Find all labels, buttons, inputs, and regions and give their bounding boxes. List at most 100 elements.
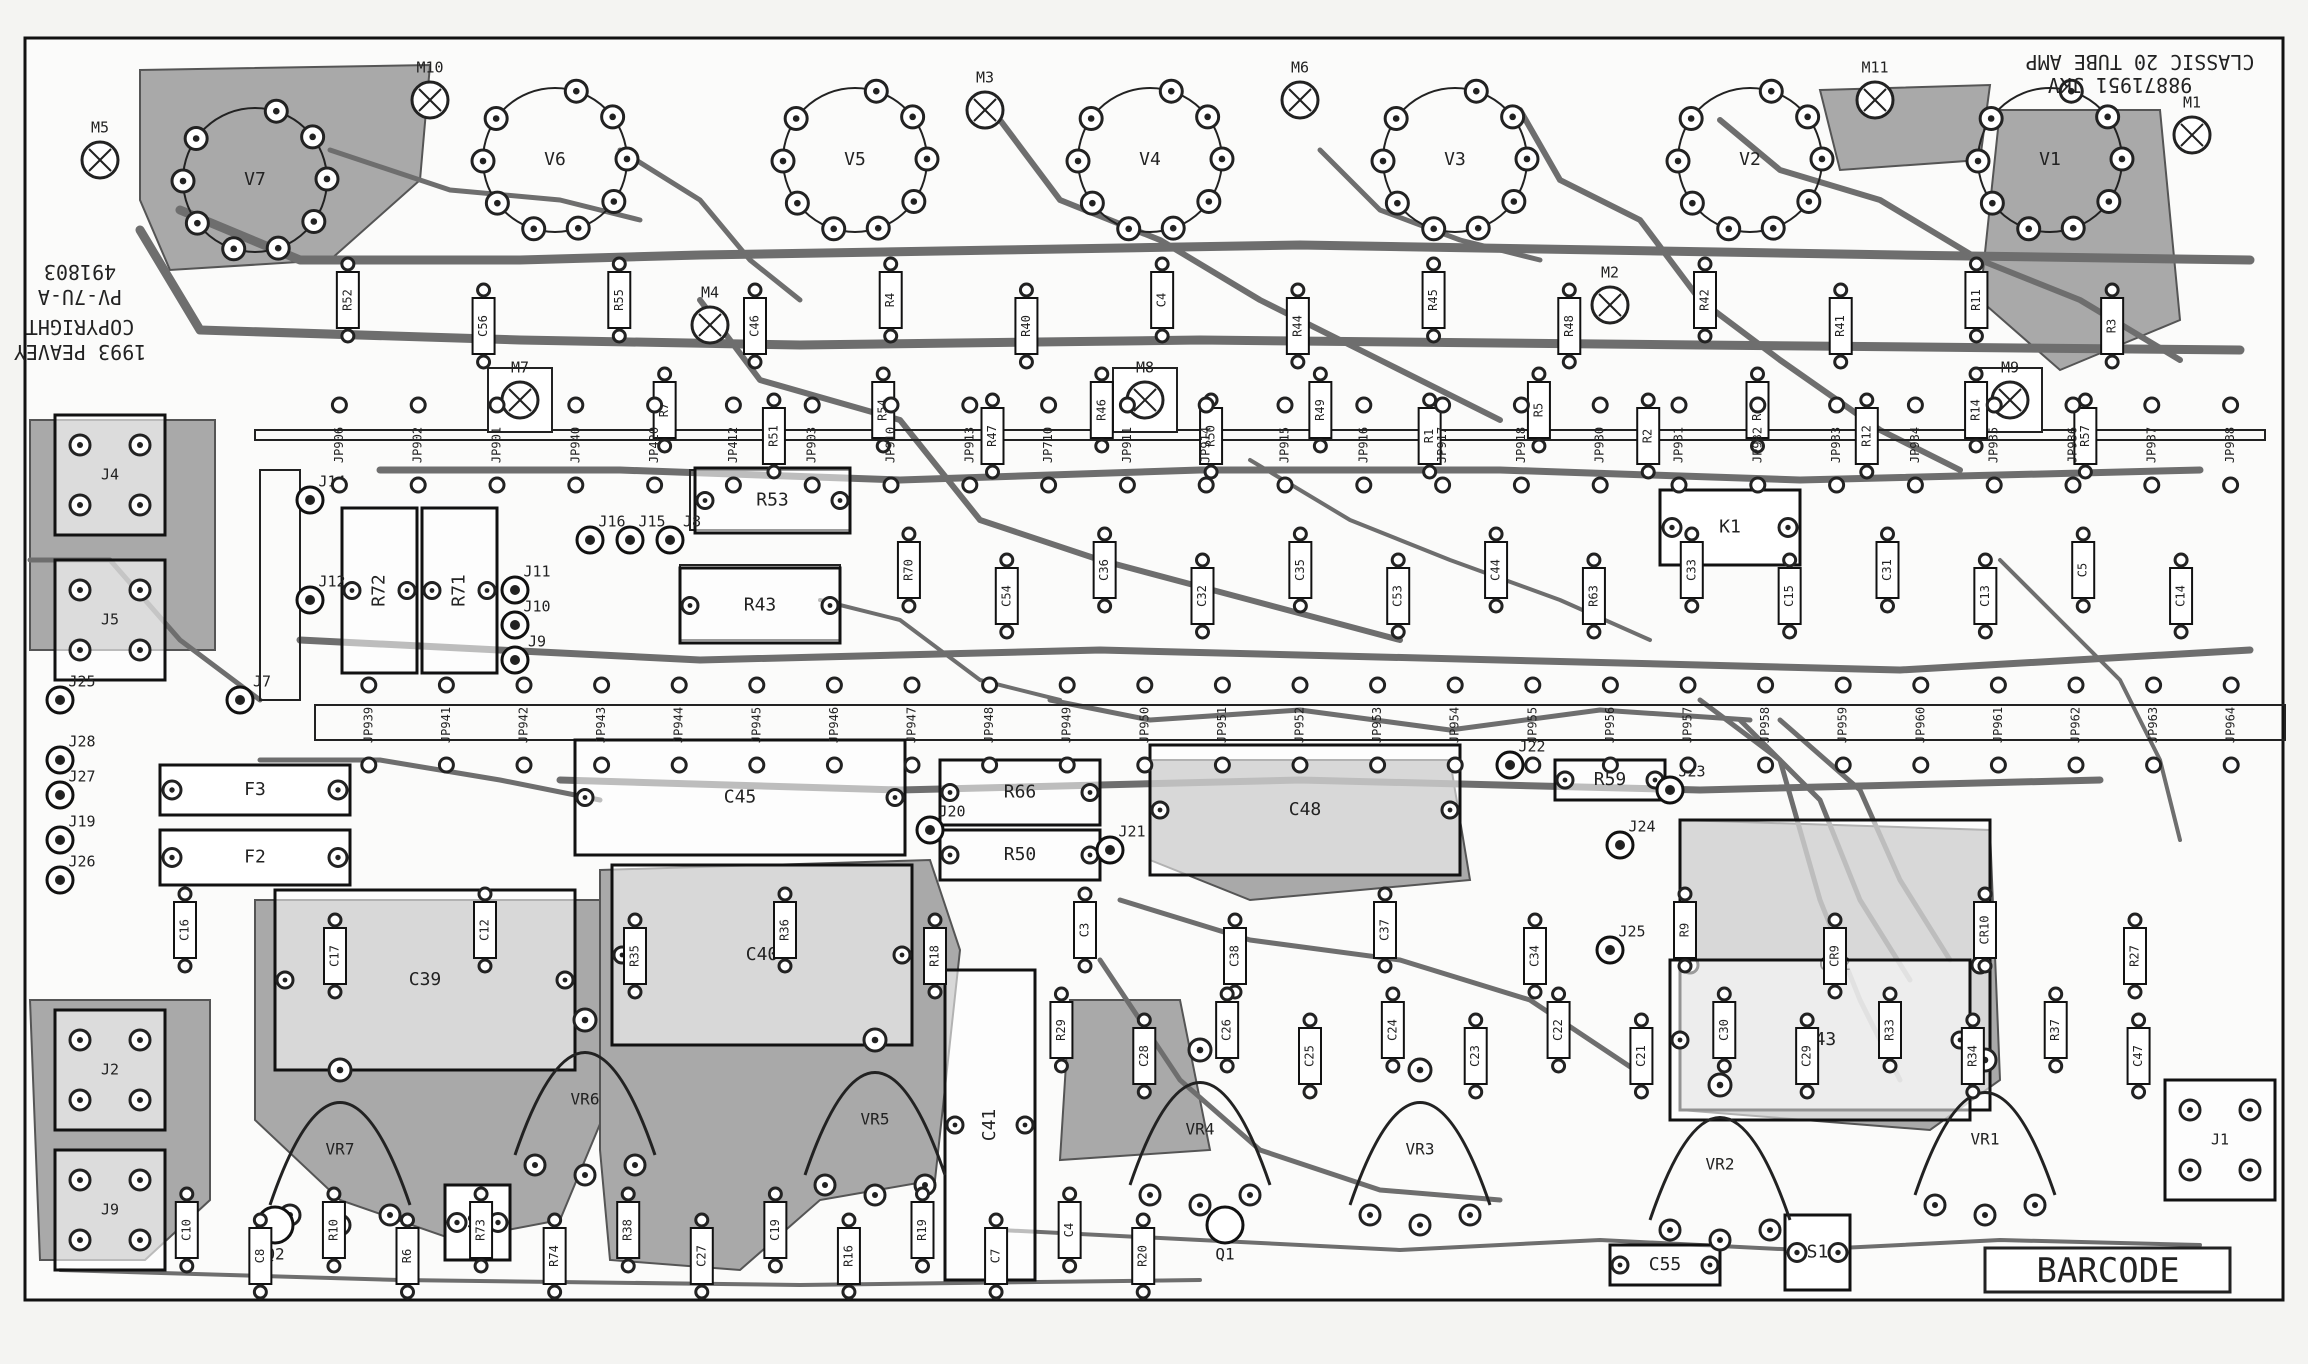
jack-label: J20 (938, 803, 965, 821)
jack-label: J7 (253, 673, 271, 691)
jumper-label: JP962 (2069, 707, 2083, 743)
component-c25: C25 (1298, 1012, 1322, 1100)
component-label: C29 (1800, 1045, 1814, 1067)
jumper-jp943: JP943 (593, 676, 611, 774)
jack-label: J21 (1118, 823, 1145, 841)
component-label: R47 (985, 425, 999, 447)
tube-label: V2 (1739, 149, 1761, 170)
jumper-jp945: JP945 (748, 676, 766, 774)
component-r72: R72 (340, 506, 419, 675)
component-c36: C36 (1092, 526, 1117, 614)
component-r5: R5 (1526, 366, 1551, 454)
component-label: R53 (756, 490, 789, 511)
component-label: C45 (724, 787, 757, 808)
jumper-label: JP940 (568, 427, 582, 463)
component-label: C23 (1468, 1045, 1482, 1067)
jumper-label: JP936 (2066, 427, 2080, 463)
jack-j24: J24 (1605, 818, 1656, 860)
component-label: R10 (326, 1219, 340, 1241)
component-label: C8 (253, 1249, 267, 1263)
tube-label: V7 (244, 169, 266, 190)
jumper-jp952: JP952 (1291, 676, 1309, 774)
jumper-jp934: JP934 (1906, 396, 1924, 494)
tube-label: V1 (2039, 149, 2061, 170)
component-label: C12 (478, 919, 492, 941)
jumper-jp961: JP961 (1989, 676, 2007, 774)
jack-j22: J22 (1495, 738, 1546, 780)
component-cr10: CR10 (1973, 886, 1997, 974)
component-r46: R46 (1089, 366, 1114, 454)
component-c38: C38 (1223, 912, 1247, 1000)
component-c44: C44 (1484, 526, 1509, 614)
component-label: C48 (1289, 799, 1322, 820)
component-f2: F2 (158, 828, 352, 887)
jumper-label: JP938 (2223, 427, 2237, 463)
title-line-1: CLASSIC 20 TUBE AMP (2026, 50, 2255, 74)
component-label: CR9 (1828, 945, 1842, 967)
jack-label: J2 (101, 1061, 119, 1079)
component-label: R45 (1426, 289, 1440, 311)
component-label: R34 (1965, 1045, 1979, 1067)
component-label: R59 (1594, 769, 1627, 790)
jumper-label: JP947 (905, 707, 919, 743)
component-label: C16 (178, 919, 192, 941)
jumper-label: JP902 (411, 427, 425, 463)
jumper-label: JP955 (1525, 707, 1539, 743)
potentiometer-label: VR3 (1406, 1140, 1435, 1159)
tube-label: V5 (844, 149, 866, 170)
mounting-hole-m3: M3 (965, 69, 1005, 130)
mounting-hole-label: M2 (1601, 264, 1619, 282)
component-c5: C5 (2071, 526, 2096, 614)
component-label: R29 (1054, 1019, 1068, 1041)
tube-label: V4 (1139, 149, 1161, 170)
jack-label: J12 (318, 573, 345, 591)
component-label: C38 (1228, 945, 1242, 967)
mounting-hole-m10: M10 (410, 59, 450, 120)
jack-label: J10 (523, 598, 550, 616)
jack-label: J25 (68, 673, 95, 691)
jumper-label: JP959 (1836, 707, 1850, 743)
component-r1: R1 (1417, 392, 1442, 480)
component-s1: S1 (1783, 1213, 1852, 1292)
component-c14: C14 (2169, 552, 2194, 640)
component-r35: R35 (623, 912, 647, 1000)
component-r14: R14 (1964, 366, 1989, 454)
component-label: R42 (1698, 289, 1712, 311)
component-label: R6 (400, 1249, 414, 1263)
component-r54: R54 (871, 366, 896, 454)
jumper-jp916: JP916 (1355, 396, 1373, 494)
potentiometer-label: VR7 (326, 1140, 355, 1159)
component-c29: C29 (1795, 1012, 1820, 1100)
component-c21: C21 (1629, 1012, 1654, 1100)
component-label: C37 (1378, 919, 1392, 941)
component-c30: C30 (1712, 986, 1737, 1074)
silkscreen-id: 491803 PV-7U-A COPYRIGHT 1993 PEAVEY (14, 260, 146, 364)
jumper-label: JP945 (749, 707, 763, 743)
component-label: R74 (547, 1245, 561, 1267)
jumper-jp960: JP960 (1912, 676, 1930, 774)
component-r52: R52 (335, 256, 360, 344)
jumper-jp911: JP911 (1118, 396, 1136, 494)
component-c24: C24 (1380, 986, 1405, 1074)
jumper-jp913: JP913 (961, 396, 979, 494)
mounting-hole-label: M6 (1291, 59, 1309, 77)
mounting-hole-m7: M7 (487, 359, 553, 433)
jumper-label: JP933 (1829, 427, 1843, 463)
component-r42: R42 (1693, 256, 1717, 344)
component-r37: R37 (2043, 986, 2068, 1074)
jumper-jp930: JP930 (1591, 396, 1609, 494)
component-r6: R6 (395, 1212, 420, 1300)
component-r18: R18 (923, 912, 947, 1000)
component-c26: C26 (1215, 986, 1240, 1074)
component-label: C21 (1634, 1045, 1648, 1067)
component-label: R33 (1883, 1019, 1897, 1041)
component-c4: C4 (1057, 1186, 1082, 1274)
tube-socket-v2: V2 (1665, 78, 1835, 242)
jack-label: J27 (68, 768, 95, 786)
jumper-jp949: JP949 (1058, 676, 1076, 774)
jumper-label: JP420 (647, 427, 661, 463)
